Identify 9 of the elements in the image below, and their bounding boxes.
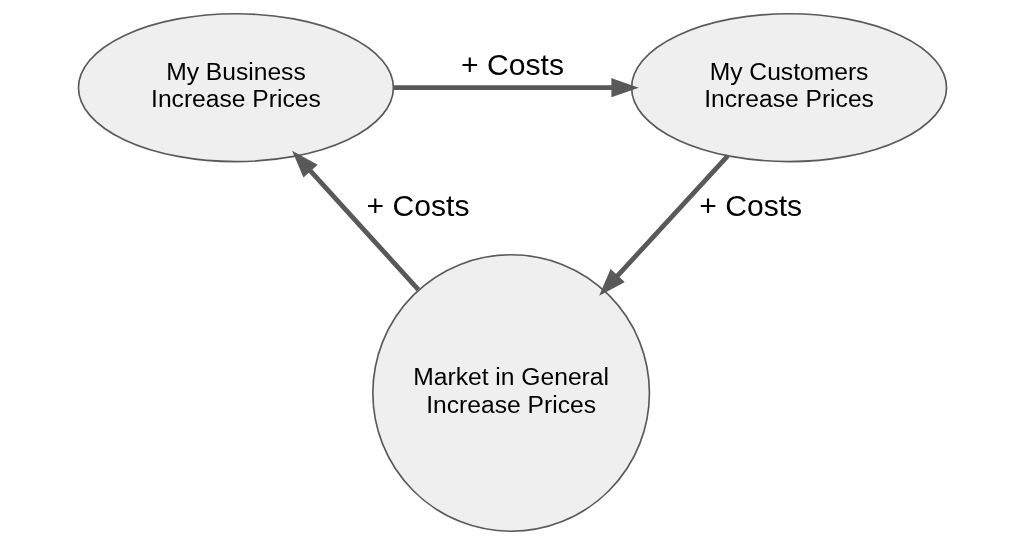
edge-label: + Costs	[460, 47, 564, 81]
arrow	[393, 78, 639, 98]
edge-label: + Costs	[698, 188, 802, 222]
arrow	[598, 154, 729, 296]
arrow	[291, 150, 420, 292]
node-circle: Market in General Increase Prices	[371, 253, 650, 533]
node-ellipse: My Business Increase Prices	[77, 12, 394, 163]
node-ellipse: My Customers Increase Prices	[630, 12, 947, 163]
edge-label: + Costs	[366, 188, 469, 222]
